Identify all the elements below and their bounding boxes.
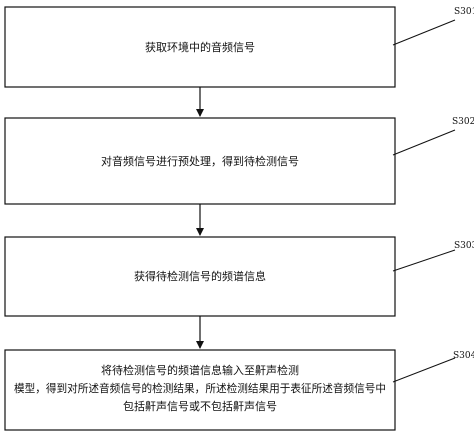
step-text-s301: 获取环境中的音频信号 <box>145 40 255 54</box>
step-s303: 获得待检测信号的频谱信息 S303 <box>4 236 474 317</box>
leader-line-s303 <box>392 249 456 272</box>
step-text-s304-line-3: 包括鼾声信号或不包括鼾声信号 <box>123 399 277 413</box>
step-s301: 获取环境中的音频信号 S301 <box>4 6 474 88</box>
step-label-s304: S304 <box>453 351 474 361</box>
leader-line-s304 <box>392 357 456 383</box>
step-text-s302: 对音频信号进行预处理，得到待检测信号 <box>101 154 299 168</box>
step-text-s304-line-2: 模型，得到对所述音频信号的检测结果，所述检测结果用于表征所述音频信号中 <box>14 381 386 395</box>
step-s304: 将待检测信号的频谱信息输入至鼾声检测 模型，得到对所述音频信号的检测结果，所述检… <box>4 349 474 431</box>
step-label-s302: S302 <box>452 117 474 127</box>
step-label-s301: S301 <box>454 7 474 17</box>
leader-line-s302 <box>392 129 456 156</box>
step-s302: 对音频信号进行预处理，得到待检测信号 S302 <box>4 117 474 205</box>
step-text-s303: 获得待检测信号的频谱信息 <box>134 269 266 283</box>
step-box-s304 <box>4 349 396 431</box>
leader-line-s301 <box>392 19 456 46</box>
step-label-s303: S303 <box>454 241 474 251</box>
step-text-s304-line-1: 将待检测信号的频谱信息输入至鼾声检测 <box>101 363 299 377</box>
